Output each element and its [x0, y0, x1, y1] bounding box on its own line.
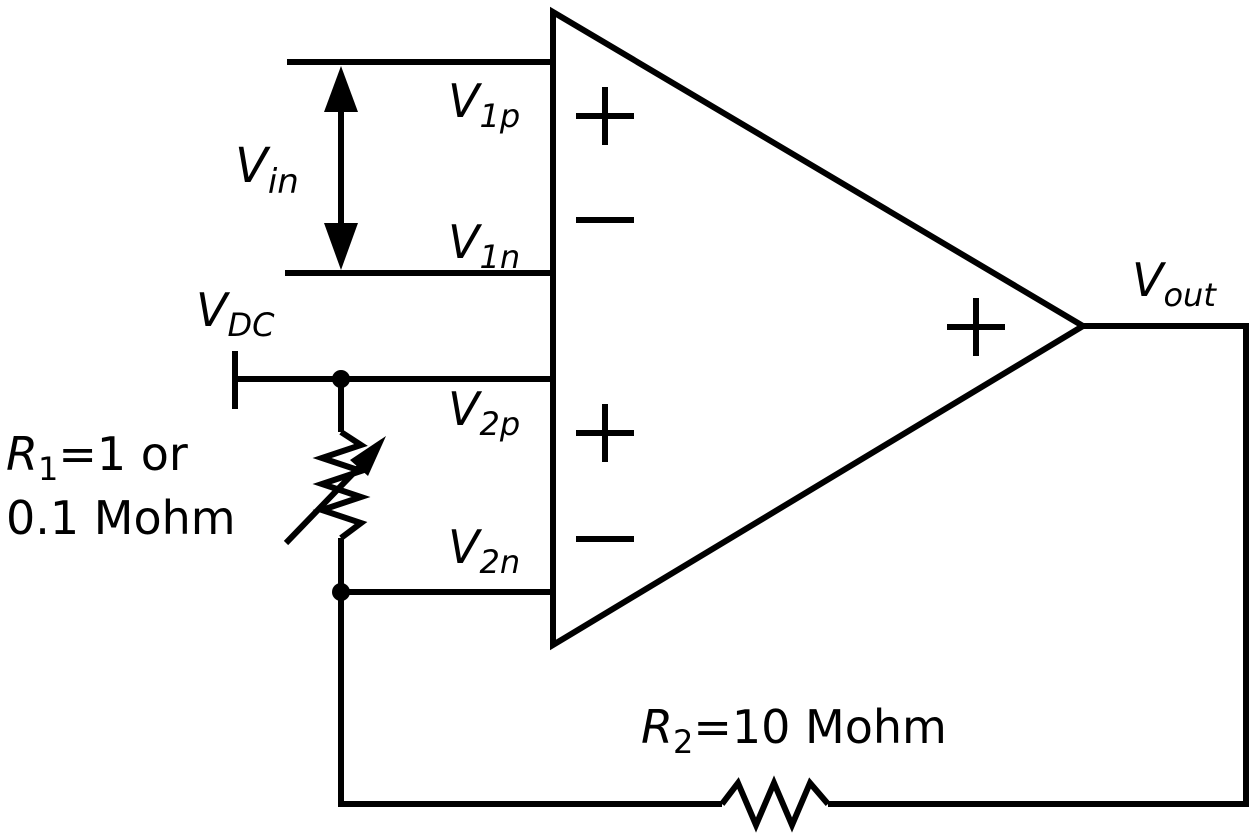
r2-resistor — [719, 775, 831, 833]
feedback-wire — [338, 592, 722, 807]
label-v2n: V2n — [448, 520, 520, 581]
r1-arrowhead — [350, 436, 386, 476]
label-r1-value: 0.1 Mohm — [6, 491, 236, 545]
output-wire — [828, 323, 1249, 807]
label-r2: R2=10 Mohm — [641, 700, 947, 761]
label-vin: Vin — [235, 138, 299, 202]
label-v1n: V1n — [448, 215, 520, 276]
label-v1p: V1p — [448, 74, 520, 135]
label-vdc: VDC — [196, 283, 275, 344]
label-vout: Vout — [1132, 253, 1217, 314]
plus-sign-2p — [576, 404, 634, 462]
amplifier-triangle — [550, 6, 1089, 651]
vin-arrowhead-down — [324, 223, 358, 270]
plus-sign-output — [947, 298, 1005, 356]
plus-sign-1p — [576, 87, 634, 145]
junction-node-top — [332, 370, 350, 388]
r1-variable-arrow-shaft — [283, 455, 371, 546]
vin-arrowhead-up — [324, 66, 358, 112]
label-v2p: V2p — [448, 382, 520, 443]
r1-variable-resistor — [312, 429, 371, 541]
label-r1: R1=1 or — [6, 427, 188, 488]
junction-node-bottom — [332, 583, 350, 601]
